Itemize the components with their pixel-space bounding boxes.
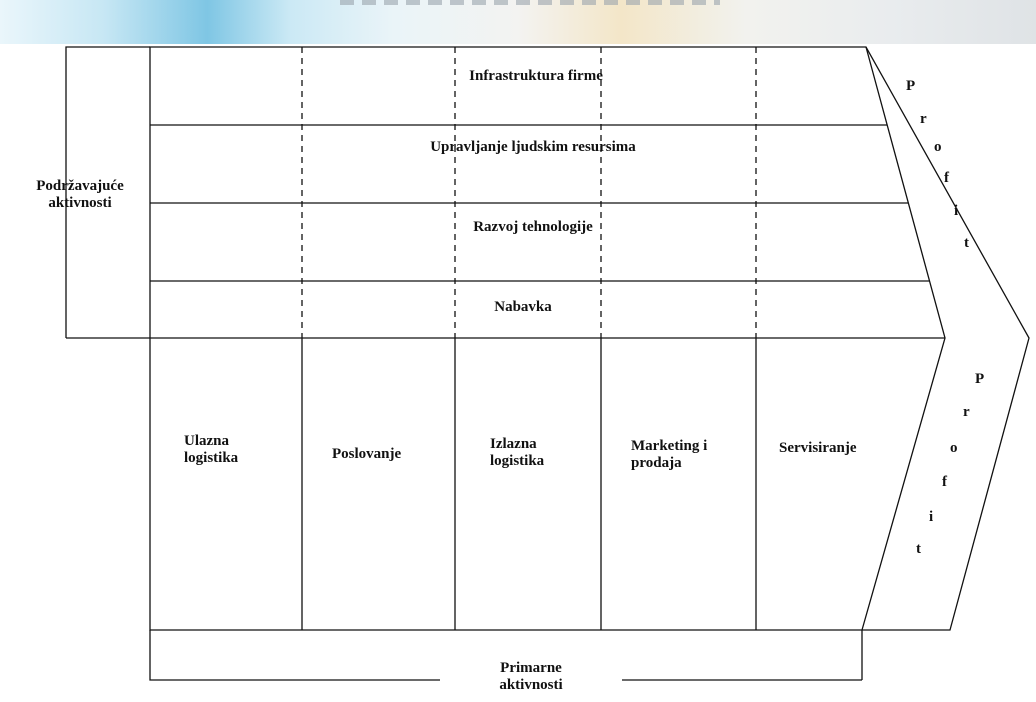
profit-lower-letter: i [929, 509, 934, 525]
primary-col-outbound-logistics: Izlazna logistika [490, 436, 544, 471]
support-row-procurement: Nabavka [494, 299, 552, 315]
profit-upper-letter: f [944, 170, 949, 186]
profit-upper-letter: r [920, 111, 927, 127]
support-row-infrastructure: Infrastruktura firme [469, 68, 603, 84]
support-row-technology: Razvoj tehnologije [473, 219, 593, 235]
profit-lower-letter: r [963, 404, 970, 420]
primary-col-line1: Ulazna [184, 433, 229, 449]
primary-label-line1: Primarne [500, 660, 562, 676]
banner-strip [340, 0, 720, 5]
profit-lower-letter: o [950, 440, 958, 456]
profit-lower-letter: P [975, 371, 985, 387]
support-activities-label: Podržavajuće aktivnosti [36, 178, 123, 213]
primary-col-line1: Marketing i [631, 438, 708, 454]
support-row-hr: Upravljanje ljudskim resursima [430, 139, 636, 155]
support-label-line2: aktivnosti [48, 195, 112, 212]
profit-upper-letter: t [964, 235, 969, 251]
primary-col-line1: Poslovanje [332, 446, 402, 462]
profit-lower-letter: f [942, 474, 947, 490]
primary-col-operations: Poslovanje [332, 446, 401, 463]
profit-upper-letter: o [934, 139, 942, 155]
profit-upper-letter: i [954, 203, 959, 219]
header-banner-image [0, 0, 1036, 44]
primary-col-line1: Izlazna [490, 436, 537, 452]
support-dashed-columns [301, 47, 757, 338]
primary-col-inbound-logistics: Ulazna logistika [184, 433, 238, 468]
support-label-line1: Podržavajuće [36, 178, 124, 194]
primary-activities-label: Primarne aktivnosti [495, 660, 567, 695]
primary-col-line1: Servisiranje [779, 440, 857, 456]
profit-upper-letter: P [906, 78, 916, 94]
profit-lower-letter: t [916, 541, 921, 557]
primary-col-service: Servisiranje [779, 440, 856, 457]
primary-col-line2: logistika [490, 453, 545, 470]
primary-col-line2: prodaja [631, 455, 682, 472]
primary-col-marketing-sales: Marketing i prodaja [631, 438, 707, 473]
support-bracket [65, 46, 150, 338]
primary-bracket [149, 630, 440, 681]
primary-label-line2: aktivnosti [499, 677, 563, 694]
primary-col-line2: logistika [184, 450, 239, 467]
